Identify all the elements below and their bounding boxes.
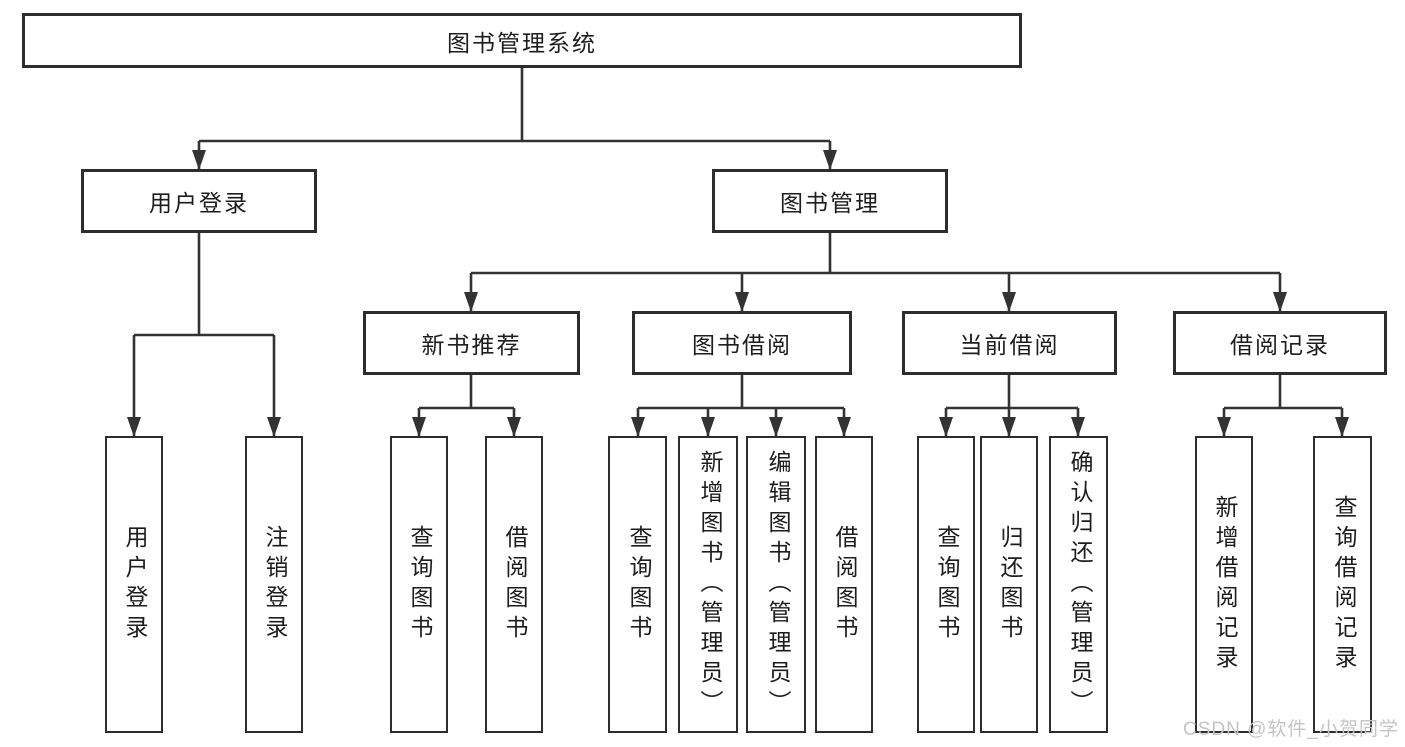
node-root: 图书管理系统 bbox=[22, 13, 1022, 68]
node-user-login: 用户登录 bbox=[81, 169, 317, 233]
node-book-management: 图书管理 bbox=[712, 169, 948, 233]
node-leaf-user-login: 用户登录 bbox=[105, 436, 163, 733]
node-leaf-query-borrow-record: 查询借阅记录 bbox=[1313, 436, 1372, 733]
node-leaf-edit-books-admin: 编辑图书（管理员） bbox=[746, 436, 806, 733]
node-leaf-add-books-admin: 新增图书（管理员） bbox=[678, 436, 738, 733]
node-new-book-recommend: 新书推荐 bbox=[363, 311, 580, 375]
node-leaf-borrow-books: 借阅图书 bbox=[815, 436, 873, 733]
csdn-watermark: CSDN @软件_小贺同学 bbox=[1183, 719, 1399, 740]
node-book-borrow: 图书借阅 bbox=[632, 311, 852, 375]
node-leaf-confirm-return-admin: 确认归还（管理员） bbox=[1049, 436, 1108, 733]
node-leaf-add-borrow-record: 新增借阅记录 bbox=[1195, 436, 1253, 733]
node-leaf-query-books-current: 查询图书 bbox=[917, 436, 975, 733]
node-borrow-records: 借阅记录 bbox=[1173, 311, 1387, 375]
node-leaf-borrow-books-recommend: 借阅图书 bbox=[485, 436, 543, 733]
node-leaf-return-books: 归还图书 bbox=[980, 436, 1038, 733]
node-leaf-query-books-borrow: 查询图书 bbox=[608, 436, 667, 733]
node-leaf-query-books-recommend: 查询图书 bbox=[390, 436, 448, 733]
node-current-borrow: 当前借阅 bbox=[902, 311, 1117, 375]
node-leaf-logout: 注销登录 bbox=[245, 436, 303, 733]
